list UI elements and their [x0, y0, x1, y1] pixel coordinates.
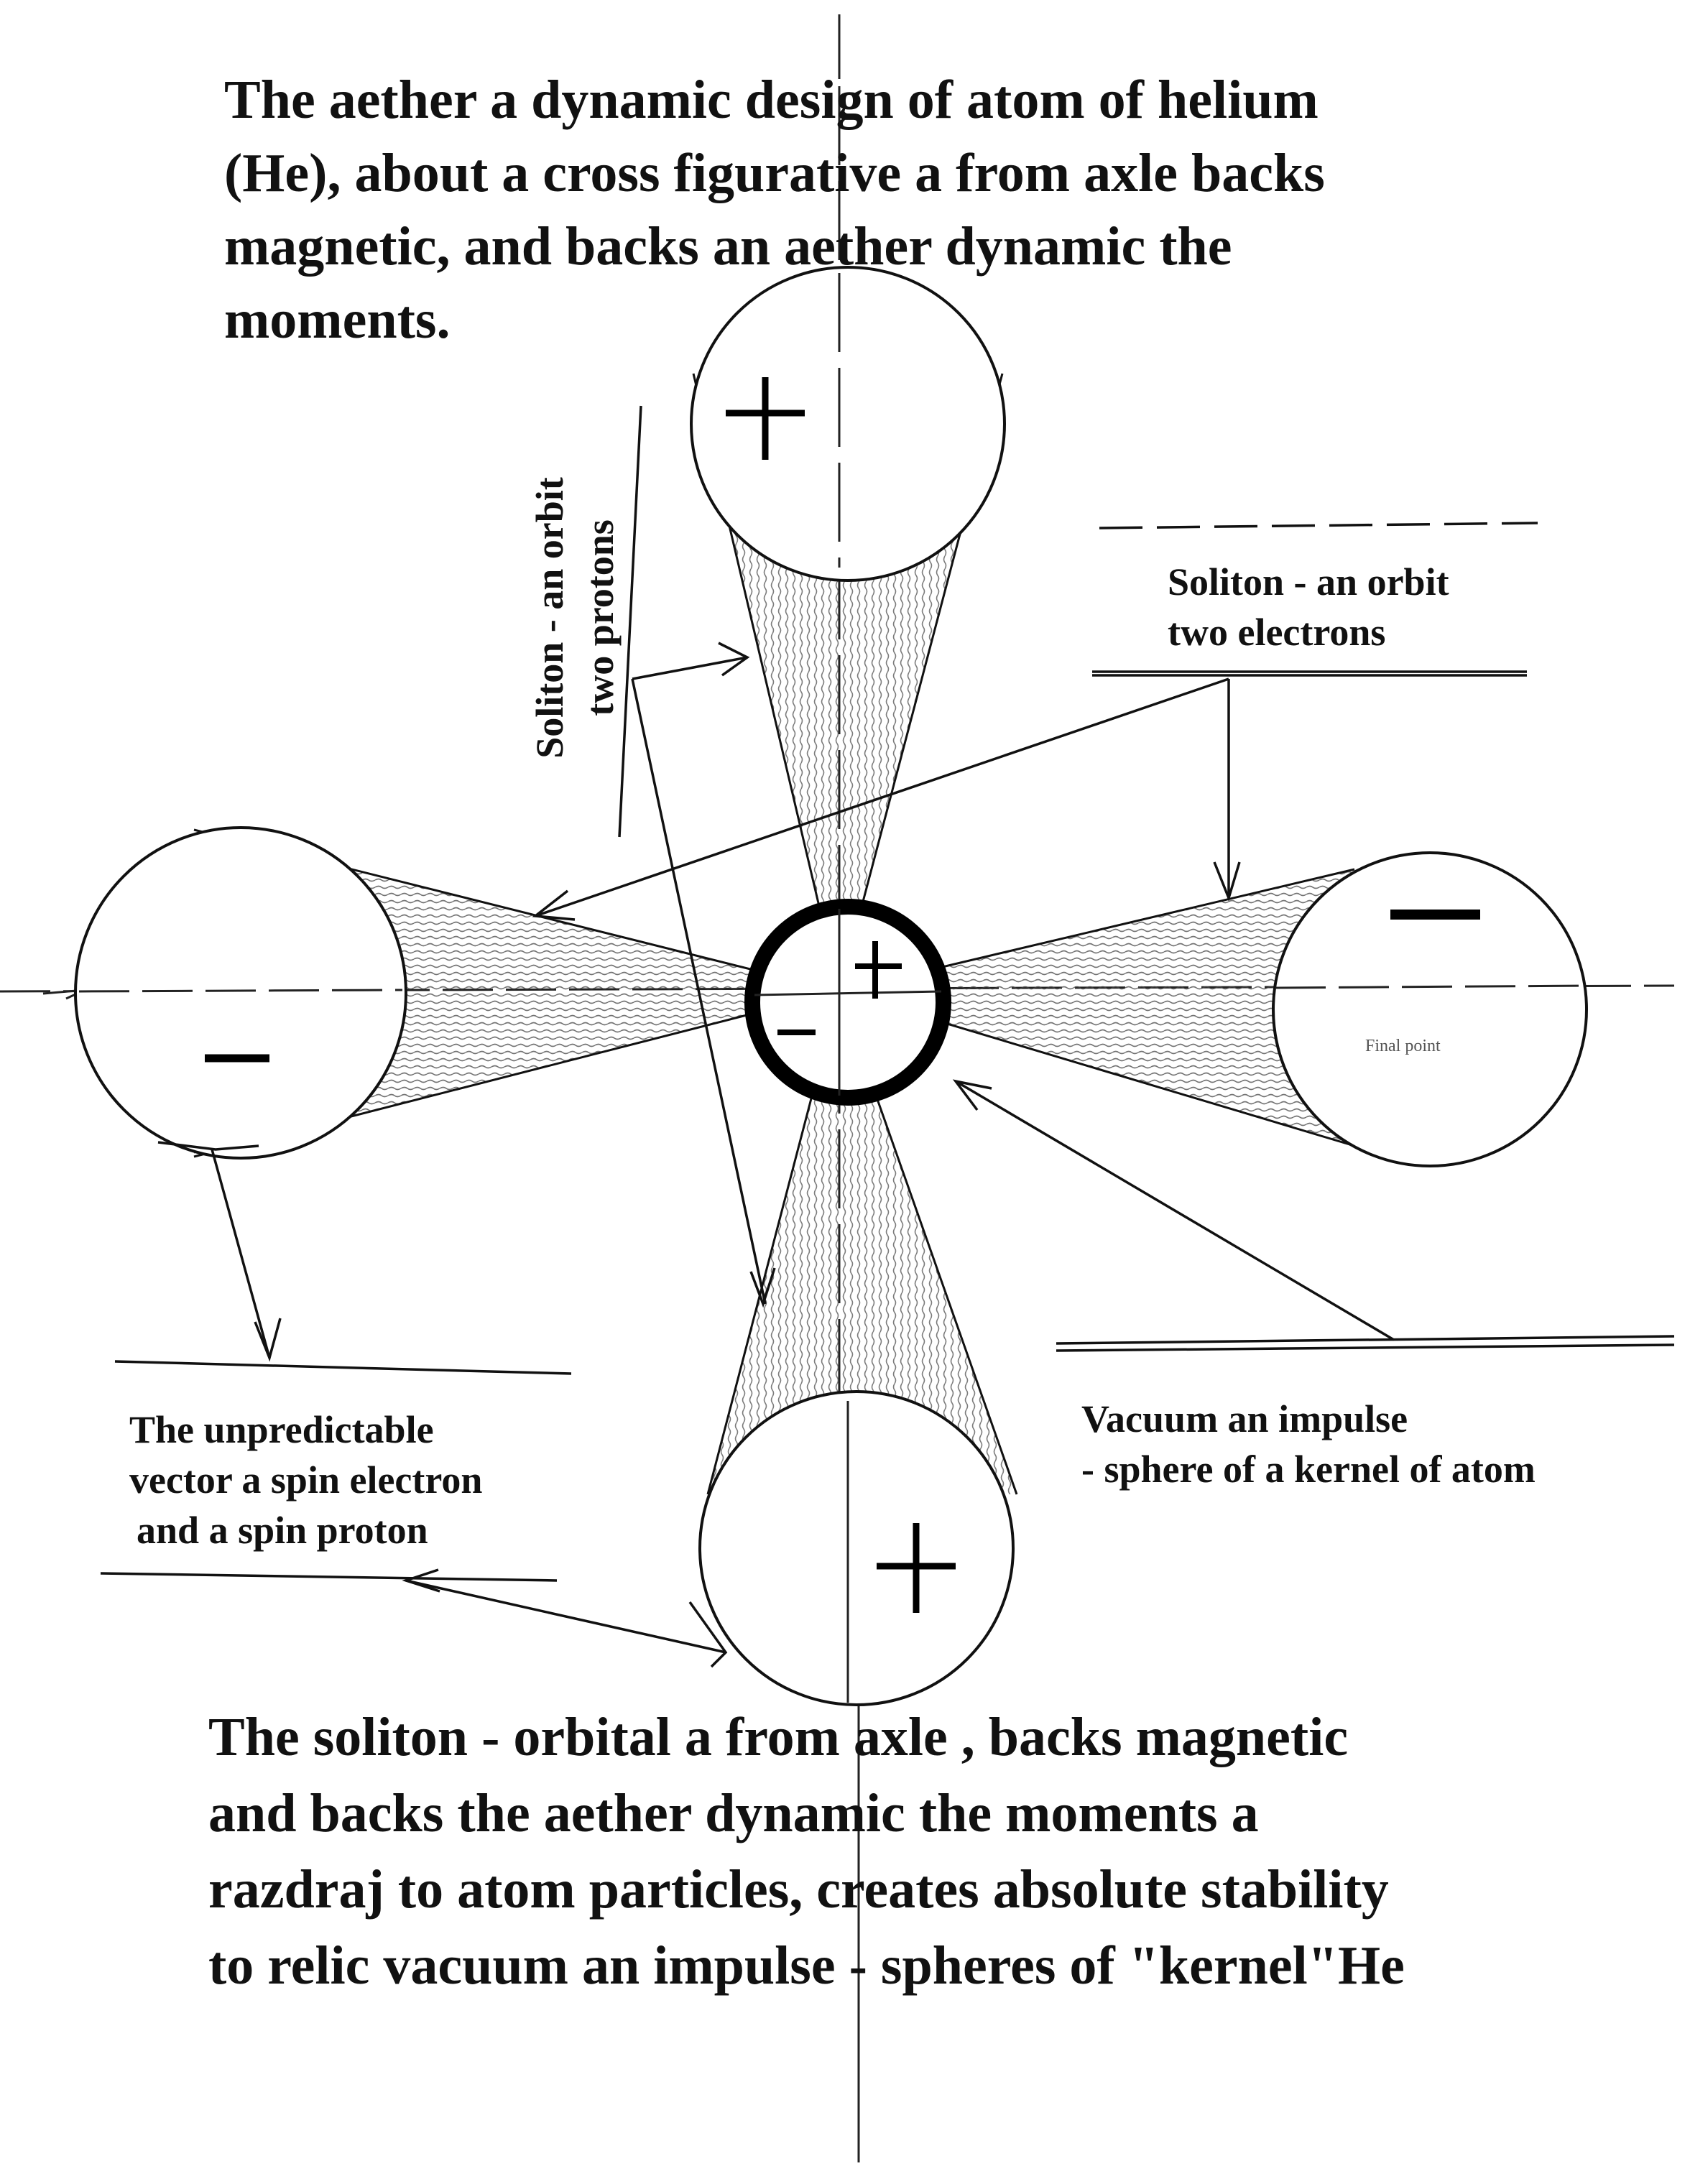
bottom-line-4: to relic vacuum an impulse - spheres of …: [208, 1935, 1405, 1996]
title-line-4: moments.: [224, 290, 451, 350]
title-line-3: magnetic, and backs an aether dynamic th…: [224, 216, 1232, 277]
kernel-sphere: [744, 899, 951, 1106]
electrons-orbit-label: Soliton - an orbit two electrons: [1168, 557, 1449, 657]
spin-vector-line-3: and a spin proton: [137, 1509, 428, 1552]
bottom-proton-circle: [698, 1390, 1015, 1706]
final-point-label: Final point: [1365, 1037, 1441, 1055]
spin-vector-label: The unpredictable vector a spin electron…: [129, 1405, 482, 1555]
leader-lines: [100, 405, 1675, 1668]
title-line-2: (He), about a cross figurative a from ax…: [224, 143, 1325, 203]
spin-vector-line-1: The unpredictable: [129, 1408, 434, 1451]
title-line-1: The aether a dynamic design of atom of h…: [224, 70, 1319, 130]
right-electron-circle: [1272, 851, 1588, 1167]
bottom-line-2: and backs the aether dynamic the moments…: [208, 1783, 1259, 1843]
vacuum-impulse-label: Vacuum an impulse - sphere of a kernel o…: [1081, 1394, 1536, 1494]
sign-marks: [205, 377, 1480, 1613]
protons-orbit-label: Soliton - an orbit two protons: [525, 477, 625, 759]
left-electron-circle: [74, 826, 407, 1160]
spin-vector-line-2: vector a spin electron: [129, 1458, 483, 1502]
electrons-orbit-line-1: Soliton - an orbit: [1168, 560, 1449, 603]
vacuum-impulse-line-2: - sphere of a kernel of atom: [1081, 1448, 1536, 1491]
bottom-text-block: The soliton - orbital a from axle , back…: [208, 1699, 1405, 2004]
bottom-line-3: razdraj to atom particles, creates absol…: [208, 1859, 1389, 1920]
vacuum-impulse-line-1: Vacuum an impulse: [1081, 1397, 1408, 1440]
protons-orbit-line-1: Soliton - an orbit: [528, 477, 571, 759]
electrons-orbit-line-2: two electrons: [1168, 611, 1386, 654]
bottom-line-1: The soliton - orbital a from axle , back…: [208, 1707, 1349, 1767]
protons-orbit-line-2: two protons: [578, 519, 622, 716]
top-proton-circle: [690, 266, 1006, 582]
title-block: The aether a dynamic design of atom of h…: [224, 63, 1325, 356]
